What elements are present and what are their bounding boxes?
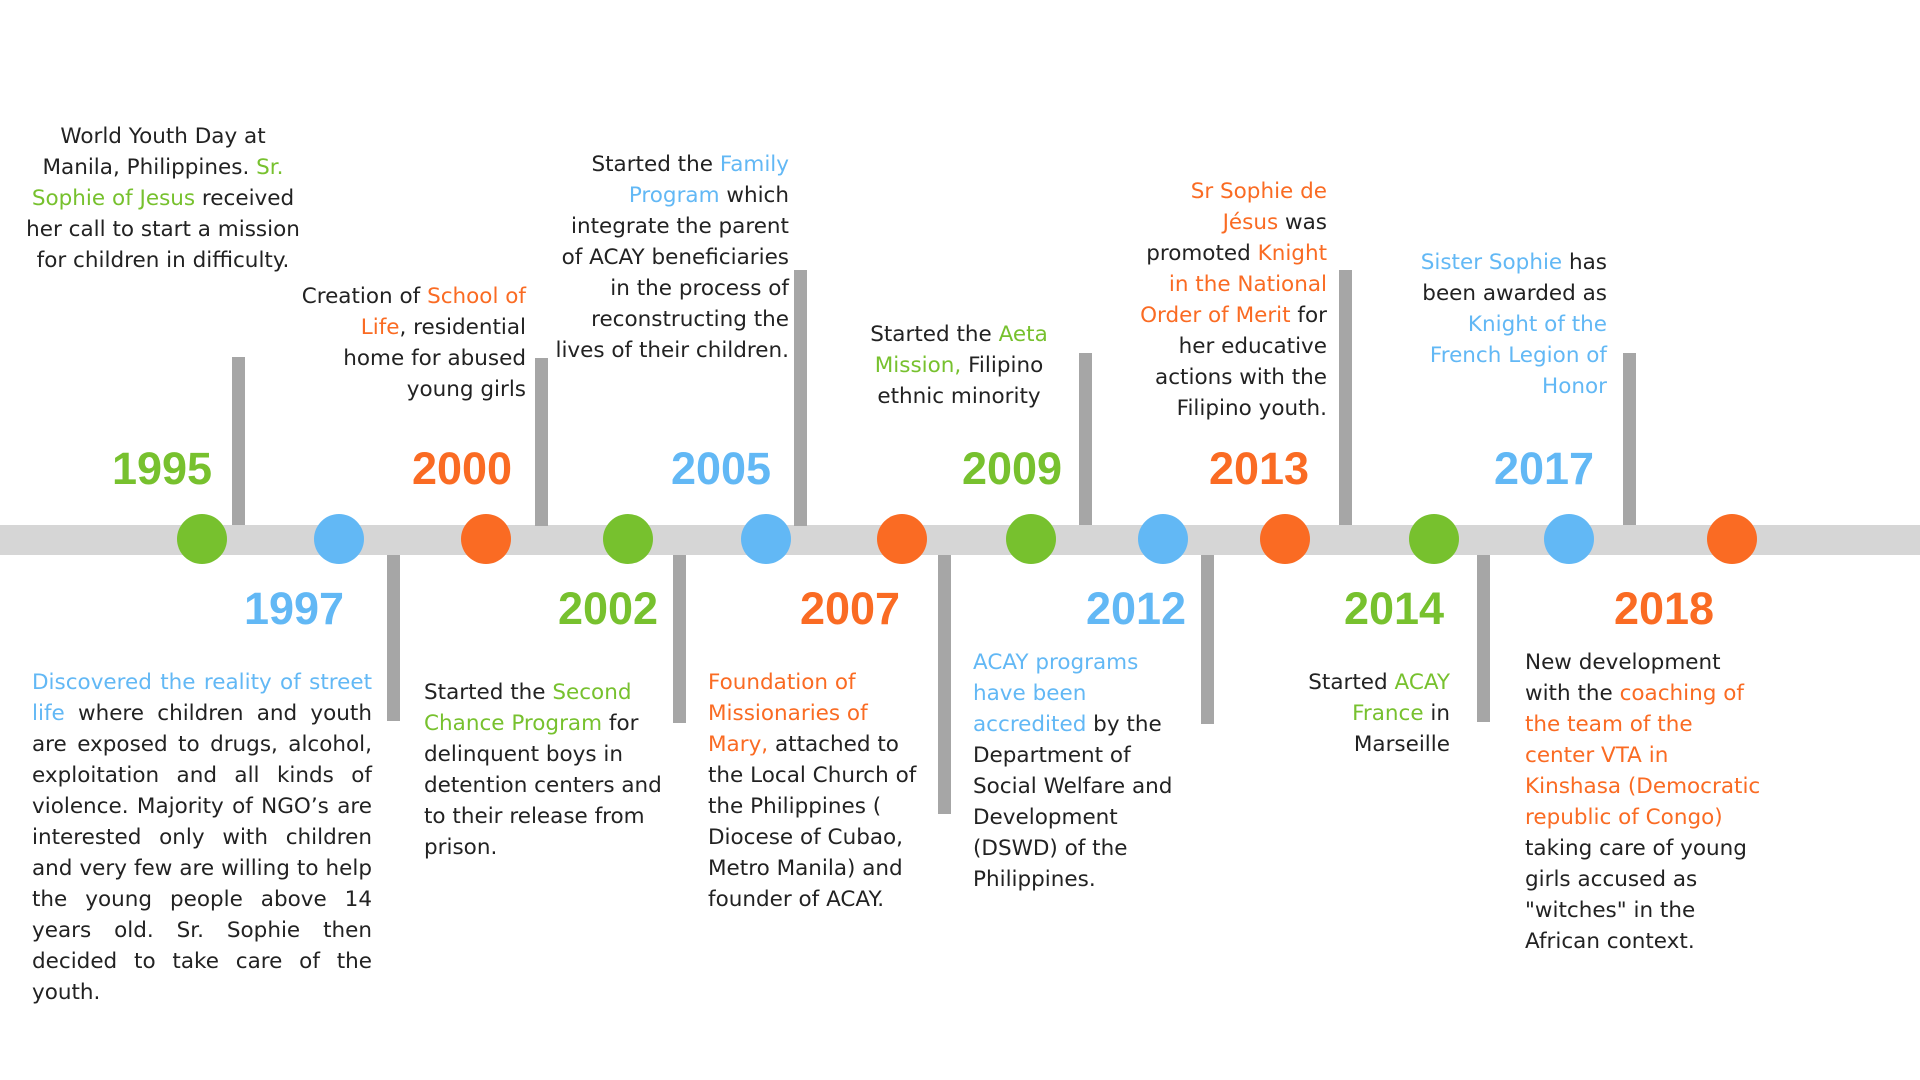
- timeline-dot-2012: [1138, 514, 1188, 564]
- highlight-text: Sr. Sophie of Jesus: [31, 155, 284, 211]
- year-label-2013: 2013: [1208, 443, 1310, 494]
- highlight-text: Aeta Mission,: [874, 322, 1048, 378]
- timeline-dot-2005: [741, 514, 791, 564]
- year-label-2014: 2014: [1343, 583, 1445, 634]
- timeline-dot-2013: [1260, 514, 1310, 564]
- connector-2014: [1477, 555, 1490, 722]
- description-text: by the Department of Social Welfare and …: [973, 712, 1173, 892]
- description-text: Started the: [424, 680, 553, 705]
- year-label-2005: 2005: [670, 443, 772, 494]
- connector-2005: [794, 270, 807, 526]
- description-text: for her educative actions with the Filip…: [1155, 303, 1327, 421]
- connector-2012: [1201, 555, 1214, 724]
- highlight-text: Knight in the National Order of Merit: [1140, 241, 1327, 328]
- connector-2013: [1339, 270, 1352, 525]
- highlight-text: ACAY programs have been accredited: [973, 650, 1139, 737]
- event-description-2007: Foundation of Missionaries of Mary, atta…: [708, 667, 930, 915]
- description-text: Started: [1308, 670, 1395, 695]
- description-text: Filipino ethnic minority: [877, 353, 1044, 409]
- highlight-text: Foundation of Missionaries of Mary,: [708, 670, 868, 757]
- year-label-2012: 2012: [1085, 583, 1187, 634]
- event-description-2005: Started the Family Program which integra…: [547, 149, 789, 366]
- description-text: has been awarded as: [1422, 250, 1607, 306]
- connector-1995: [232, 357, 245, 525]
- event-description-1995: World Youth Day at Manila, Philippines. …: [20, 121, 306, 276]
- description-text: Creation of: [301, 284, 428, 309]
- year-label-2017: 2017: [1493, 443, 1595, 494]
- highlight-text: Knight of the French Legion of Honor: [1429, 312, 1607, 399]
- timeline-dot-2007: [877, 514, 927, 564]
- description-text: World Youth Day at Manila, Philippines.: [42, 124, 266, 180]
- description-text: for delinquent boys in detention centers…: [424, 711, 662, 860]
- highlight-text: Sister Sophie: [1420, 250, 1563, 275]
- connector-2017: [1623, 353, 1636, 525]
- description-text: , residential home for abused young girl…: [343, 315, 526, 402]
- event-description-2018: New development with the coaching of the…: [1525, 647, 1767, 957]
- timeline-dot-2000: [461, 514, 511, 564]
- timeline-axis: [0, 525, 1920, 555]
- timeline-dot-1997: [314, 514, 364, 564]
- description-text: where children and youth are exposed to …: [32, 701, 372, 1005]
- description-text: New development with the: [1525, 650, 1721, 706]
- description-text: Started the: [591, 152, 720, 177]
- description-text: which integrate the parent of ACAY benef…: [555, 183, 789, 363]
- event-description-2009: Started the Aeta Mission, Filipino ethni…: [866, 319, 1052, 412]
- event-description-2013: Sr Sophie de Jésus was promoted Knight i…: [1133, 176, 1327, 424]
- description-text: Started the: [870, 322, 999, 347]
- highlight-text: Family Program: [628, 152, 789, 208]
- year-label-2007: 2007: [799, 583, 901, 634]
- highlight-text: Discovered the reality of street life: [32, 670, 372, 726]
- timeline-dot-2018: [1707, 514, 1757, 564]
- timeline-dot-2014: [1409, 514, 1459, 564]
- event-description-2017: Sister Sophie has been awarded as Knight…: [1419, 247, 1607, 402]
- timeline-dot-2009: [1006, 514, 1056, 564]
- year-label-2002: 2002: [557, 583, 659, 634]
- connector-1997: [387, 555, 400, 721]
- year-label-2018: 2018: [1613, 583, 1715, 634]
- timeline-dot-2002: [603, 514, 653, 564]
- connector-2002: [673, 555, 686, 723]
- event-description-2014: Started ACAY France in Marseille: [1300, 667, 1450, 760]
- event-description-1997: Discovered the reality of street life wh…: [32, 667, 372, 1008]
- year-label-1997: 1997: [243, 583, 345, 634]
- highlight-text: coaching of the team of the center VTA i…: [1525, 681, 1761, 830]
- year-label-2009: 2009: [961, 443, 1063, 494]
- timeline-dot-1995: [177, 514, 227, 564]
- event-description-2012: ACAY programs have been accredited by th…: [973, 647, 1191, 895]
- event-description-2002: Started the Second Chance Program for de…: [424, 677, 681, 863]
- description-text: received her call to start a mission for…: [26, 186, 300, 273]
- description-text: attached to the Local Church of the Phil…: [708, 732, 917, 912]
- highlight-text: Second Chance Program: [424, 680, 632, 736]
- highlight-text: ACAY France: [1352, 670, 1450, 726]
- connector-2007: [938, 555, 951, 814]
- connector-2009: [1079, 353, 1092, 525]
- timeline-dot-2017: [1544, 514, 1594, 564]
- highlight-text: Sr Sophie de Jésus: [1190, 179, 1327, 235]
- highlight-text: School of Life: [360, 284, 526, 340]
- description-text: taking care of young girls accused as "w…: [1525, 836, 1747, 954]
- year-label-2000: 2000: [411, 443, 513, 494]
- connector-2000: [535, 358, 548, 526]
- event-description-2000: Creation of School of Life, residential …: [296, 281, 526, 405]
- description-text: in Marseille: [1353, 701, 1450, 757]
- year-label-1995: 1995: [111, 443, 213, 494]
- description-text: was promoted: [1146, 210, 1327, 266]
